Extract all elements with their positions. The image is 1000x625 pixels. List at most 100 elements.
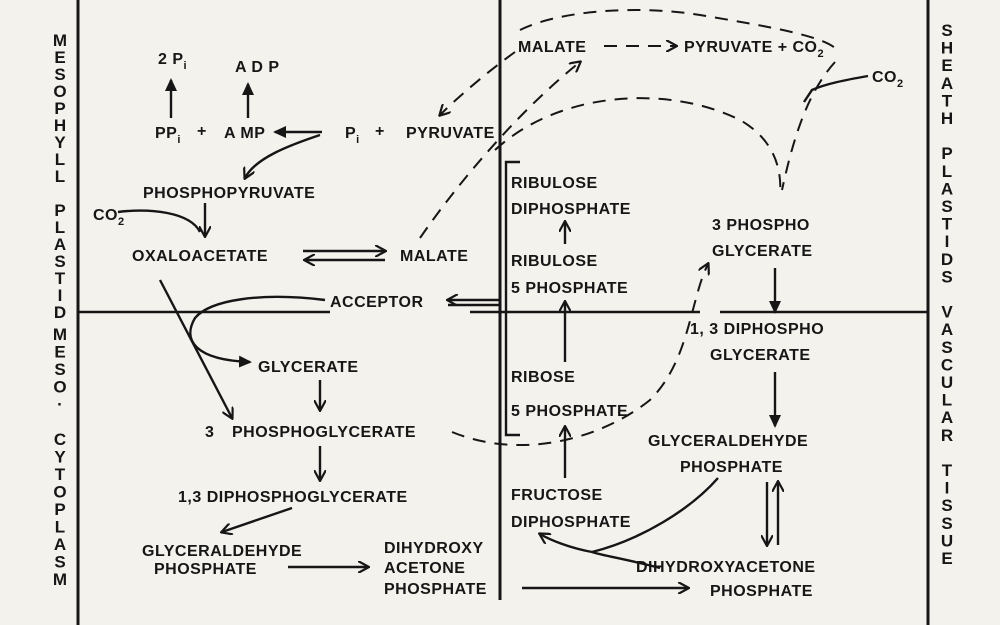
label-dhap-center-3: PHOSPHATE — [384, 581, 487, 598]
dashed-top-arc — [519, 9, 836, 49]
side-label-letter: · — [57, 395, 63, 414]
side-label-letter: A — [941, 179, 953, 198]
side-label-letter: M — [53, 31, 67, 50]
arrow-acceptor-to-glycerate — [189, 295, 326, 368]
side-label-letter: E — [941, 549, 952, 568]
label-glycerate: GLYCERATE — [258, 359, 359, 376]
arrow-to-phosphopyruvate — [245, 133, 321, 178]
label-ru5p-1: RIBULOSE — [511, 253, 598, 270]
side-label-letter: E — [54, 343, 65, 362]
label-rudp-1: RIBULOSE — [511, 175, 598, 192]
label-ru5p-2: 5 PHOSPHATE — [511, 280, 628, 297]
side-label-letter: S — [941, 21, 952, 40]
side-label-letter: D — [941, 250, 953, 269]
label-plus-2: + — [375, 123, 385, 140]
label-oxaloacetate: OXALOACETATE — [132, 248, 268, 265]
side-label-letter: A — [54, 235, 66, 254]
side-label-letter: A — [941, 408, 953, 427]
dashed-co2-to-pga — [781, 61, 836, 191]
side-label-letter: S — [54, 360, 65, 379]
label-amp: A MP — [224, 125, 265, 142]
arrow-oaa-to-pga — [158, 279, 232, 418]
side-label-letter: C — [54, 430, 66, 449]
side-label-letter: T — [942, 91, 953, 110]
label-pyruvate-top: PYRUVATE + CO2 — [684, 39, 824, 60]
label-gap-left-1: GLYCERALDEHYDE — [142, 543, 302, 560]
side-label-letter: S — [941, 514, 952, 533]
side-label-letter: T — [55, 269, 66, 288]
side-label-letter: S — [941, 197, 952, 216]
label-plus-1: + — [197, 123, 207, 140]
side-label-letter: A — [54, 535, 66, 554]
label-acceptor: ACCEPTOR — [330, 294, 424, 311]
side-label-letter: A — [941, 320, 953, 339]
side-label-letter: H — [54, 116, 66, 135]
side-label-letter: S — [941, 267, 952, 286]
dashed-malate-transport — [419, 62, 580, 239]
label-fdp-1: FRUCTOSE — [511, 487, 603, 504]
side-label-letter: H — [941, 109, 953, 128]
label-2pi: 2 Pi — [158, 51, 187, 72]
arrow-dhap-to-fdp — [540, 534, 661, 570]
side-label-letter: D — [54, 303, 66, 322]
side-label-letter: U — [941, 373, 953, 392]
label-dhap-center-1: DIHYDROXY — [384, 540, 484, 557]
arrow-dpga-to-gap — [222, 506, 293, 532]
side-label-letter: P — [54, 99, 65, 118]
side-label-letter: P — [941, 144, 952, 163]
label-pyruvate-left: PYRUVATE — [406, 125, 495, 142]
label-gap-right-1: GLYCERALDEHYDE — [648, 433, 808, 450]
arrow-co2-to-oaa — [117, 209, 202, 233]
label-r5p-1: RIBOSE — [511, 369, 575, 386]
label-dpga-right-2: GLYCERATE — [710, 347, 811, 364]
label-co2-right: CO2 — [872, 69, 904, 90]
side-label-letter: R — [941, 426, 953, 445]
label-gap-left-2: PHOSPHATE — [154, 561, 257, 578]
side-label-letter: P — [54, 500, 65, 519]
side-label-letter: M — [53, 325, 67, 344]
label-adp: A D P — [235, 59, 280, 76]
side-label-letter: L — [55, 518, 65, 537]
dashed-pga-transport — [451, 264, 708, 447]
dashed-pyruvate-return — [440, 51, 516, 115]
side-label-letter: V — [941, 303, 953, 322]
label-pga-left: PHOSPHOGLYCERATE — [232, 424, 416, 441]
line-co2-right — [803, 74, 869, 103]
side-label-letter: S — [54, 65, 65, 84]
side-label-letter: S — [941, 338, 952, 357]
label-dhap-right-1: DIHYDROXYACETONE — [636, 559, 816, 576]
label-ppi: PPi — [155, 125, 181, 146]
side-label-letter: E — [941, 56, 952, 75]
label-pga-right-2: GLYCERATE — [712, 243, 813, 260]
side-label-letter: S — [54, 553, 65, 572]
label-malate-top: MALATE — [518, 39, 586, 56]
side-label-letter: L — [55, 150, 65, 169]
side-label-letter: Y — [54, 448, 66, 467]
label-dpga-left: 1,3 DIPHOSPHOGLYCERATE — [178, 489, 408, 506]
side-label-letter: O — [53, 378, 66, 397]
dashed-regeneration-arc — [494, 97, 782, 196]
side-label-letter: Y — [54, 133, 66, 152]
side-label-letter: I — [945, 232, 950, 251]
side-label-letter: T — [55, 465, 66, 484]
label-co2-left: CO2 — [93, 207, 125, 228]
label-gap-right-2: PHOSPHATE — [680, 459, 783, 476]
side-label-letter: U — [941, 531, 953, 550]
side-label-letter: O — [53, 82, 66, 101]
side-label-letter: O — [53, 483, 66, 502]
side-label-letter: S — [54, 252, 65, 271]
side-label-letter: C — [941, 355, 953, 374]
label-dhap-center-2: ACETONE — [384, 560, 465, 577]
label-malate-left: MALATE — [400, 248, 468, 265]
side-label-letter: H — [941, 39, 953, 58]
line-gap-to-fdp — [591, 477, 719, 554]
side-label-letter: M — [53, 570, 67, 589]
label-pga-right-1: 3 PHOSPHO — [712, 217, 810, 234]
side-label-letter: T — [942, 215, 953, 234]
side-label-letter: E — [54, 48, 65, 67]
